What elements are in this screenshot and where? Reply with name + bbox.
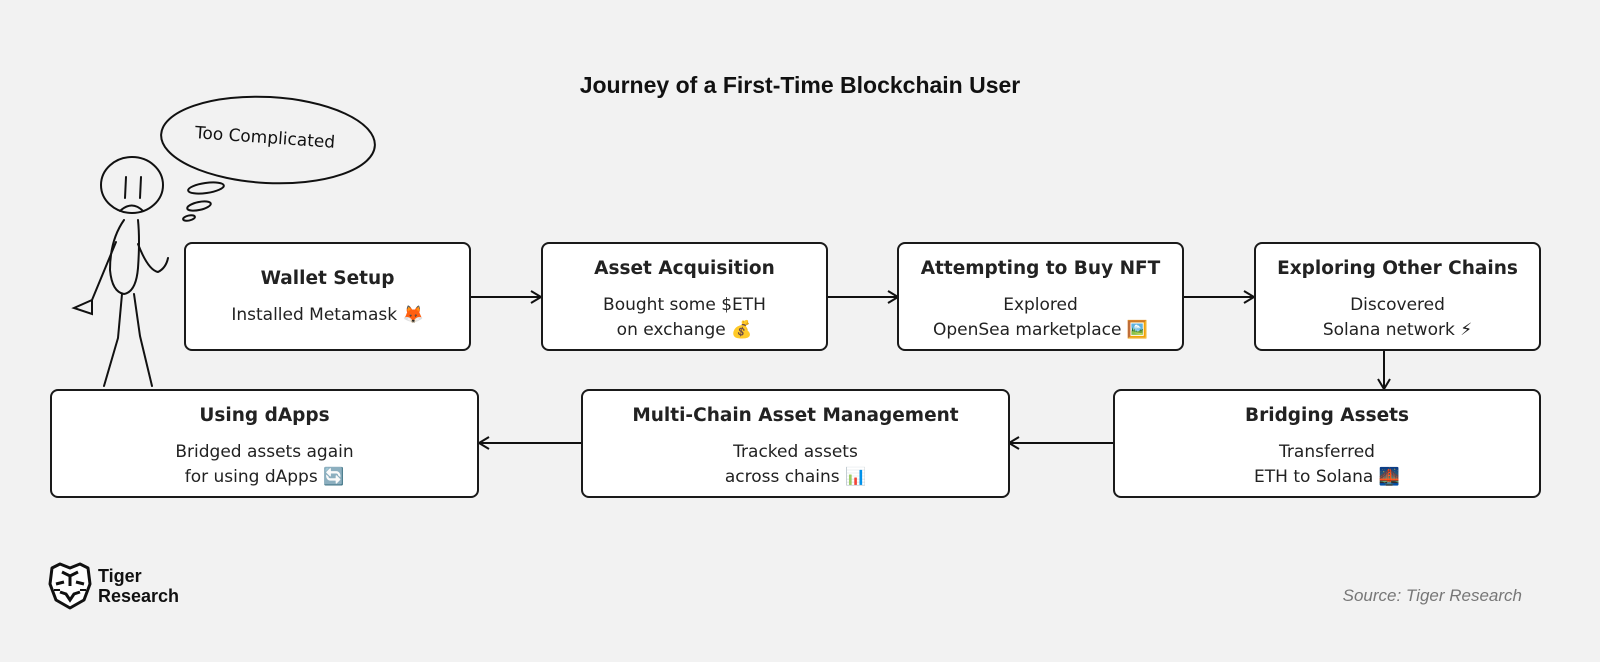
step-description: OpenSea marketplace 🖼️ (932, 320, 1149, 340)
step-description: Installed Metamask 🦊 (231, 305, 424, 325)
thought-bubble-icon (160, 95, 376, 222)
step-description: Bought some $ETH (603, 295, 766, 315)
flow-arrows (471, 290, 1391, 450)
step-wallet-setup: Wallet Setup Installed Metamask 🦊 (184, 242, 471, 351)
diagram-title: Journey of a First-Time Blockchain User (579, 72, 1021, 98)
step-title: Asset Acquisition (594, 258, 775, 279)
step-description: Tracked assets (733, 442, 858, 462)
step-title: Bridging Assets (1245, 405, 1409, 426)
step-description: for using dApps 🔄 (184, 467, 345, 487)
step-description: on exchange 💰 (616, 320, 753, 340)
step-asset-acquisition: Asset Acquisition Bought some $ETH on ex… (541, 242, 828, 351)
step-description: Explored (1003, 295, 1078, 315)
step-title: Wallet Setup (260, 268, 395, 289)
logo-text: Tiger Research (98, 566, 179, 606)
step-description: across chains 📊 (724, 467, 867, 487)
logo-line2: Research (98, 586, 180, 606)
step-description: Discovered (1350, 295, 1445, 315)
step-bridging-assets: Bridging Assets Transferred ETH to Solan… (1113, 389, 1541, 498)
step-exploring-chains: Exploring Other Chains Discovered Solana… (1254, 242, 1541, 351)
tiger-head-icon (48, 562, 92, 610)
step-description: Transferred (1279, 442, 1375, 462)
source-note: Source: Tiger Research (1342, 586, 1522, 605)
step-description: ETH to Solana 🌉 (1254, 467, 1400, 487)
tiger-research-logo: Tiger Research (48, 562, 179, 610)
stick-figure-icon (71, 156, 169, 387)
step-multichain-management: Multi-Chain Asset Management Tracked ass… (581, 389, 1010, 498)
step-title: Attempting to Buy NFT (920, 258, 1161, 279)
step-title: Exploring Other Chains (1277, 258, 1518, 279)
step-attempting-nft: Attempting to Buy NFT Explored OpenSea m… (897, 242, 1184, 351)
step-using-dapps: Using dApps Bridged assets again for usi… (50, 389, 479, 498)
step-description: Bridged assets again (175, 442, 354, 462)
step-title: Multi-Chain Asset Management (632, 405, 959, 426)
logo-line1: Tiger (98, 566, 142, 586)
step-title: Using dApps (199, 405, 330, 426)
step-description: Solana network ⚡ (1322, 320, 1473, 340)
